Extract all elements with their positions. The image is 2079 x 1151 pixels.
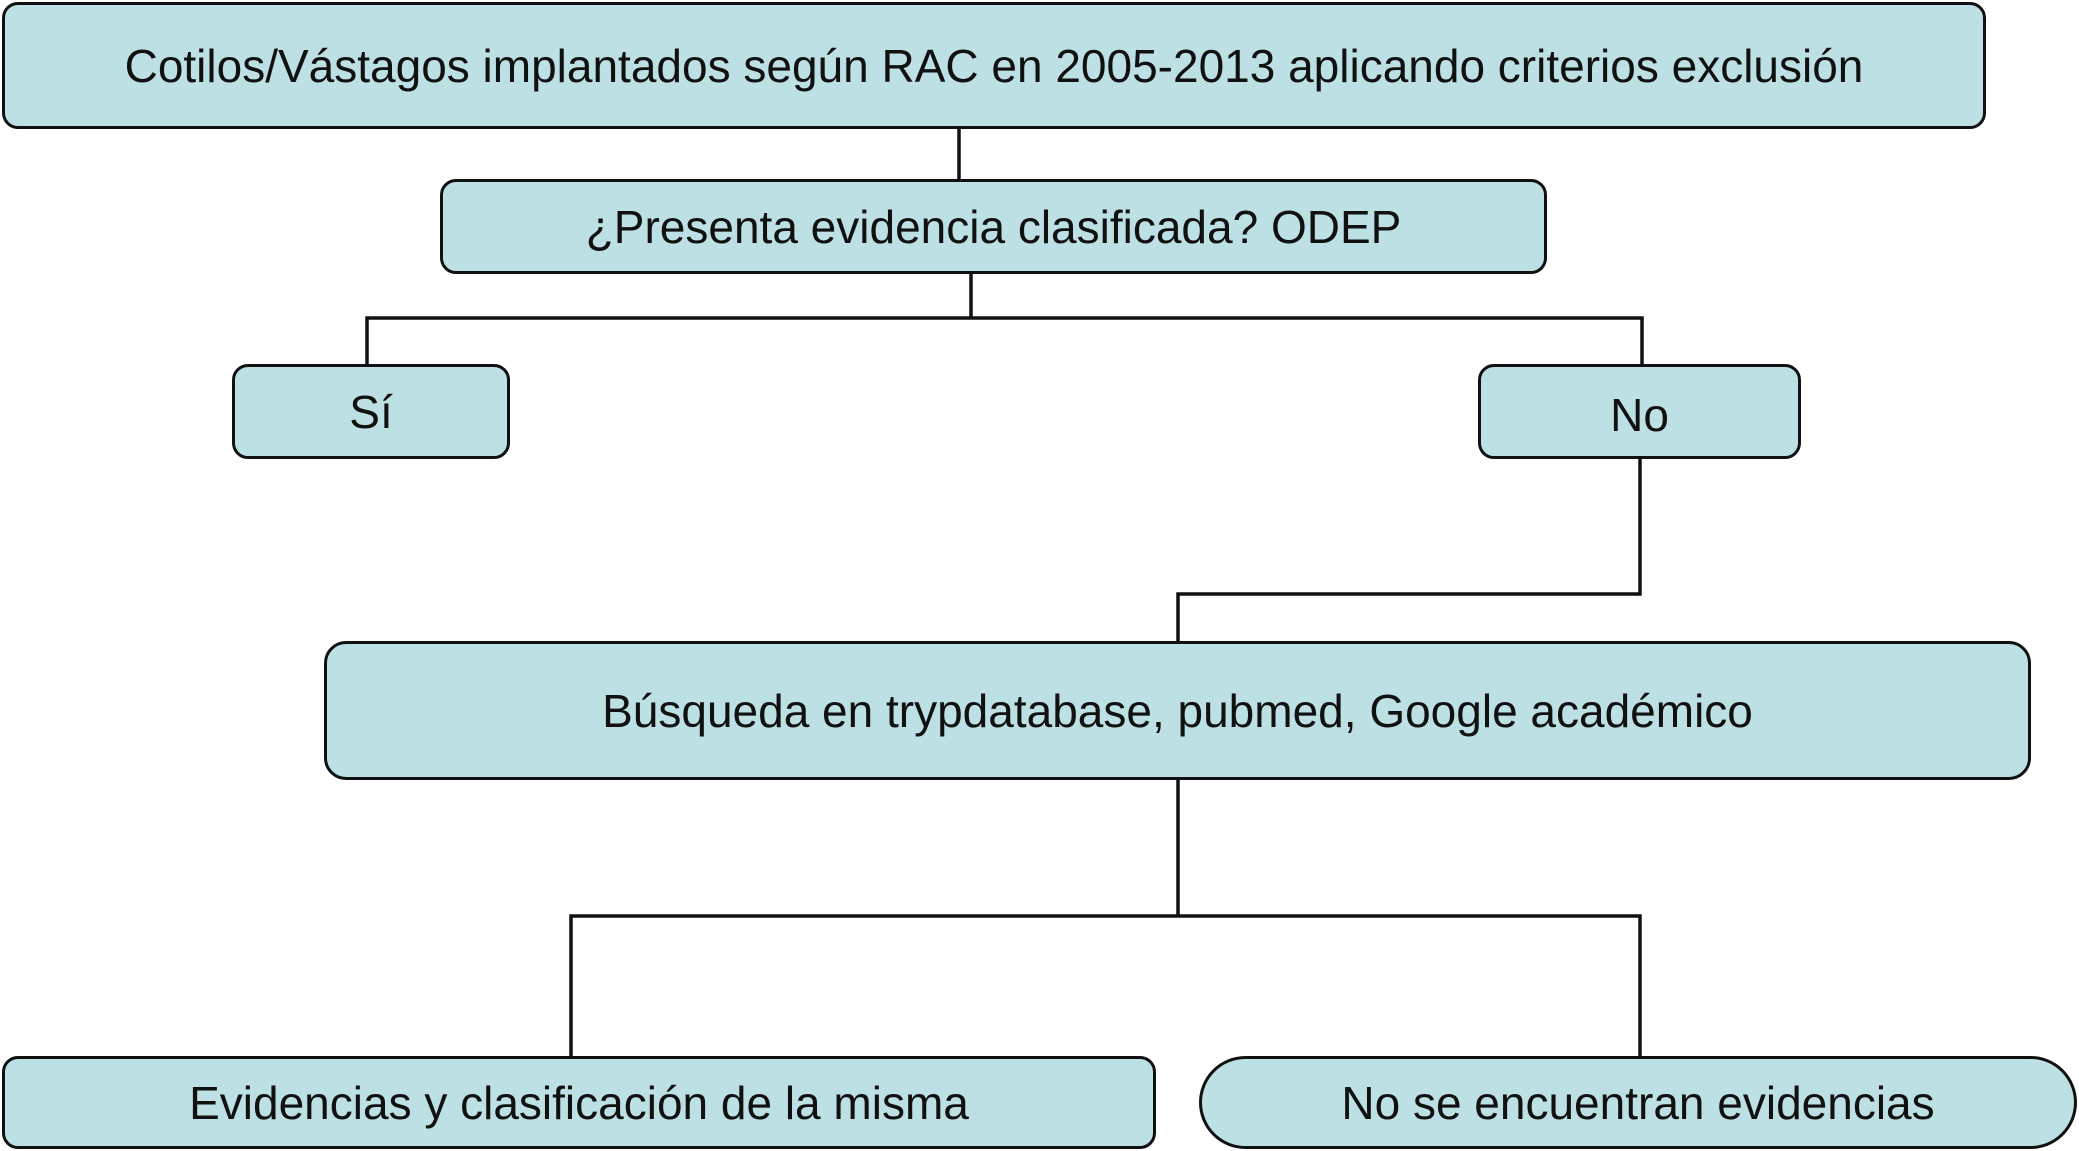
question-node-label: ¿Presenta evidencia clasificada? ODEP: [585, 200, 1402, 253]
no-node: No: [1478, 364, 1801, 459]
connector-no-search: [1176, 455, 1642, 644]
search-node-label: Búsqueda en trypdatabase, pubmed, Google…: [602, 684, 1753, 737]
connector-question-branch: [365, 270, 1644, 366]
yes-node-label: Sí: [349, 385, 393, 438]
question-node: ¿Presenta evidencia clasificada? ODEP: [440, 179, 1547, 274]
root-node: Cotilos/Vástagos implantados según RAC e…: [2, 2, 1986, 129]
search-node: Búsqueda en trypdatabase, pubmed, Google…: [324, 641, 2031, 780]
no-evidence-node: No se encuentran evidencias: [1199, 1056, 2077, 1149]
no-node-label: No: [1610, 388, 1669, 441]
root-node-label: Cotilos/Vástagos implantados según RAC e…: [124, 39, 1864, 92]
evidence-node-label: Evidencias y clasificación de la misma: [189, 1076, 969, 1129]
connector-search-branch: [569, 775, 1642, 1058]
evidence-node: Evidencias y clasificación de la misma: [2, 1056, 1156, 1149]
yes-node: Sí: [232, 364, 510, 459]
no-evidence-node-label: No se encuentran evidencias: [1341, 1076, 1935, 1129]
